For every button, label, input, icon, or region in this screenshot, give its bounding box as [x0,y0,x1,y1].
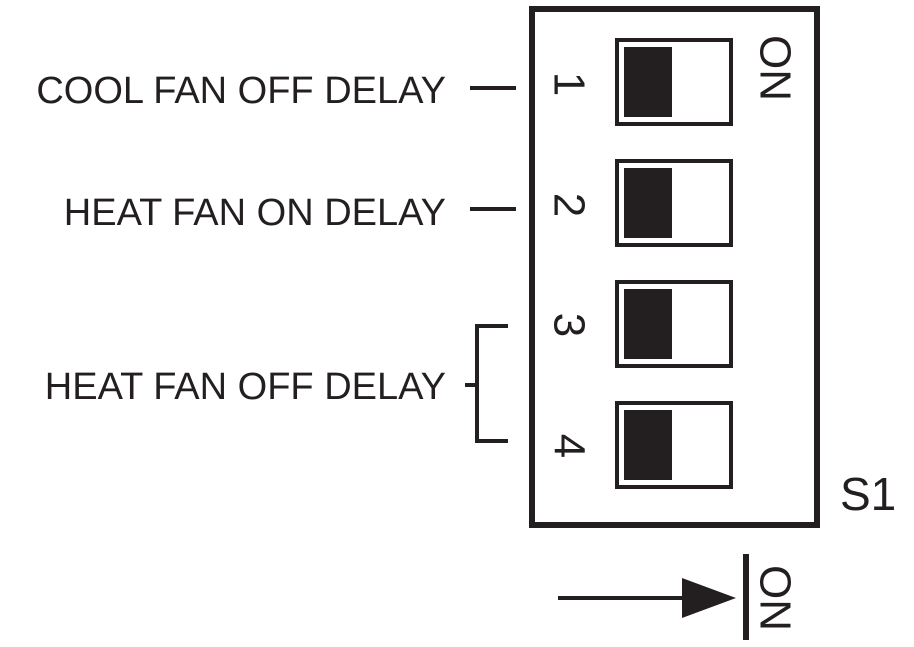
switch-number-4: 4 [545,434,594,458]
legend-on-label: ON [751,565,800,631]
dip-switch-2[interactable] [615,159,733,247]
bracket-3-4 [475,324,508,443]
label-heat-fan-off-delay: HEAT FAN OFF DELAY [45,366,446,408]
dip-switch-3[interactable] [615,280,733,368]
switch-number-2: 2 [545,193,594,217]
switch-name-label: S1 [840,468,896,520]
switch-actuator-4[interactable] [624,410,672,480]
dip-switch-1[interactable] [615,38,733,126]
switch-actuator-2[interactable] [624,168,672,238]
label-cool-fan-off-delay: COOL FAN OFF DELAY [36,70,446,112]
switch-actuator-3[interactable] [624,289,672,359]
switch-number-3: 3 [545,313,594,337]
switch-actuator-1[interactable] [624,47,672,117]
label-heat-fan-on-delay: HEAT FAN ON DELAY [64,192,446,234]
dip-switch-4[interactable] [615,401,733,489]
switch-number-1: 1 [545,72,594,96]
legend-arrow-head-icon [682,578,736,618]
switch-on-label: ON [751,35,800,101]
